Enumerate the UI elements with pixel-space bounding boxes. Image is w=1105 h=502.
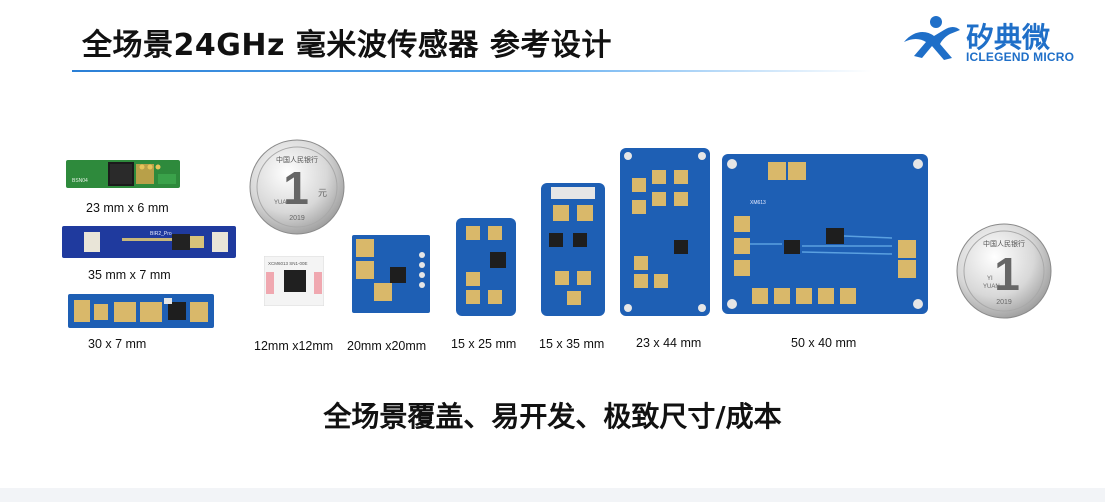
- coin-left-year: 2019: [289, 215, 305, 222]
- title-underline: [72, 70, 872, 72]
- logo-mark-icon: [904, 16, 960, 60]
- coin-left-pinyin: YUAN: [274, 200, 291, 206]
- module-50x40-label: 50 x 40 mm: [791, 336, 857, 350]
- module-23x6-board: BSN04: [66, 160, 180, 188]
- module-12x12-silk: XCM6013 SN1-00E: [268, 261, 308, 266]
- module-35x7-board: BIR2_Pro: [62, 226, 236, 258]
- coin-right-top-text: 中国人民银行: [983, 239, 1025, 248]
- coin-left-top-text: 中国人民银行: [276, 155, 318, 164]
- coin-right-year: 2019: [996, 299, 1012, 306]
- module-50x40-silk: XM613: [750, 200, 766, 206]
- coin-right: 中国人民银行 1 YI YUAN 2019: [956, 223, 1052, 319]
- module-15x25-label: 15 x 25 mm: [451, 337, 517, 351]
- module-35x7-silk: BIR2_Pro: [150, 231, 172, 237]
- bottom-bar: [0, 488, 1105, 502]
- module-15x25-board: [456, 218, 516, 316]
- logo-english-name: ICLEGEND MICRO: [966, 50, 1075, 64]
- logo-chinese-name: 矽典微: [966, 21, 1051, 54]
- module-23x44-label: 23 x 44 mm: [636, 336, 702, 350]
- coin-right-pinyin: YUAN: [983, 284, 1000, 290]
- coin-right-value: 1: [994, 248, 1020, 300]
- slide-tagline: 全场景覆盖、易开发、极致尺寸/成本: [323, 400, 782, 433]
- module-20x20-board: [352, 235, 430, 313]
- module-50x40-board: XM613: [722, 154, 928, 314]
- module-12x12-board: XCM6013 SN1-00E: [264, 256, 324, 306]
- module-30x7-label: 30 x 7 mm: [88, 337, 147, 351]
- module-23x6-silk: BSN04: [72, 178, 88, 184]
- module-20x20-label: 20mm x20mm: [347, 339, 427, 353]
- coin-left: 中国人民银行 1 元 YUAN 2019: [249, 139, 345, 235]
- module-35x7-label: 35 mm x 7 mm: [88, 268, 171, 282]
- slide-title: 全场景24GHz 毫米波传感器 参考设计: [82, 28, 612, 63]
- module-23x44-board: [620, 148, 710, 316]
- coin-left-value: 1: [283, 162, 309, 214]
- module-12x12-label: 12mm x12mm: [254, 339, 334, 353]
- module-23x6-label: 23 mm x 6 mm: [86, 201, 169, 215]
- coin-left-unit: 元: [318, 188, 327, 198]
- module-15x35-label: 15 x 35 mm: [539, 337, 605, 351]
- module-30x7-board: [68, 294, 214, 328]
- coin-right-pinyin-num: YI: [987, 276, 993, 282]
- module-15x35-board: [541, 183, 605, 316]
- company-logo: 矽典微 ICLEGEND MICRO: [900, 12, 1080, 68]
